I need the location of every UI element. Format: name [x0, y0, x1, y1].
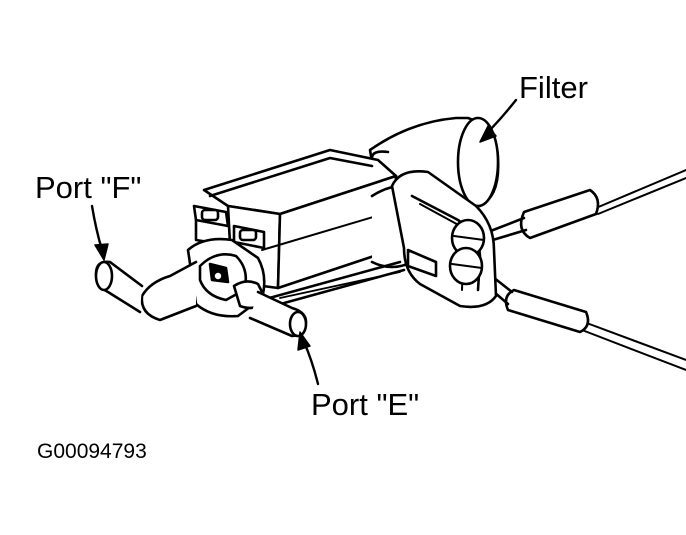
- port-e-tube: [248, 290, 308, 338]
- lower-wire-lead: [478, 268, 686, 371]
- electrical-connector: [390, 170, 498, 309]
- filter-leader-arrow: [479, 98, 518, 143]
- port-e-callout: Port "E": [311, 387, 420, 422]
- port-f-callout: Port "F": [35, 170, 142, 205]
- figure-id: G00094793: [37, 440, 147, 463]
- port-e-leader-arrow: [297, 331, 320, 386]
- upper-wire-lead: [484, 169, 686, 244]
- port-f-tube: [94, 260, 198, 322]
- port-f-leader-arrow: [90, 204, 109, 261]
- filter-callout: Filter: [519, 70, 588, 105]
